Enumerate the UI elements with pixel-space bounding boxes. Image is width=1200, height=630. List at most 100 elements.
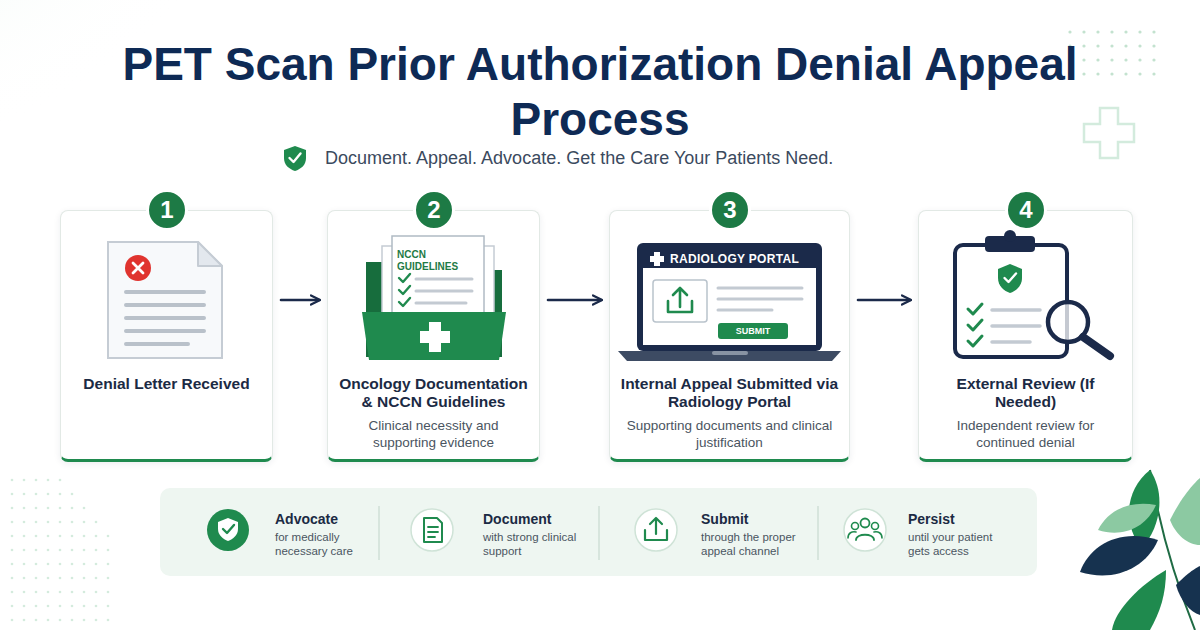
dot-grid xyxy=(1138,44,1141,47)
dot-grid xyxy=(83,591,86,594)
dot-grid xyxy=(1124,58,1127,61)
dot-grid xyxy=(1138,58,1141,61)
step-title: Oncology Documentation & NCCN Guidelines xyxy=(338,375,529,411)
dot-grid xyxy=(59,577,62,580)
dot-grid xyxy=(35,563,38,566)
dot-grid xyxy=(35,535,38,538)
dot-grid xyxy=(1110,58,1113,61)
dot-grid xyxy=(1152,44,1155,47)
dot-grid xyxy=(95,549,98,552)
dot-grid xyxy=(95,521,98,524)
dot-grid xyxy=(23,619,26,622)
dot-grid xyxy=(1110,44,1113,47)
plant-leaves xyxy=(1150,470,1195,630)
dot-grid xyxy=(47,577,50,580)
step-number-text: 4 xyxy=(1019,196,1032,224)
dot-grid xyxy=(47,591,50,594)
dot-grid xyxy=(47,535,50,538)
dot-grid xyxy=(23,521,26,524)
process-card: Internal Appeal Submitted via Radiology … xyxy=(609,210,850,462)
dot-grid xyxy=(47,521,50,524)
dot-grid xyxy=(1096,72,1099,75)
dot-grid xyxy=(59,591,62,594)
dot-grid xyxy=(11,563,14,566)
dot-grid xyxy=(107,591,110,594)
principles-band: Advocatefor medically necessary careDocu… xyxy=(160,488,1037,576)
dot-grid xyxy=(95,563,98,566)
diagram-title: PET Scan Prior Authorization Denial Appe… xyxy=(100,37,1100,147)
dot-grid xyxy=(71,619,74,622)
subtitle-shield xyxy=(290,154,301,163)
flow-arrow xyxy=(858,299,910,302)
dot-grid xyxy=(11,591,14,594)
dot-grid xyxy=(35,605,38,608)
dot-grid xyxy=(11,479,110,622)
dot-grid xyxy=(23,493,26,496)
dot-grid xyxy=(95,577,98,580)
dot-grid xyxy=(71,521,74,524)
dot-grid xyxy=(71,605,74,608)
subtitle: Document. Appeal. Advocate. Get the Care… xyxy=(325,147,833,169)
dot-grid xyxy=(71,591,74,594)
dot-grid xyxy=(71,535,74,538)
dot-grid xyxy=(47,549,50,552)
dot-grid xyxy=(71,563,74,566)
dot-grid xyxy=(11,535,14,538)
flow-arrow xyxy=(281,299,319,302)
dot-grid xyxy=(23,591,26,594)
step-number: 1 xyxy=(146,189,188,231)
dot-grid xyxy=(35,493,38,496)
dot-grid xyxy=(1152,72,1155,75)
dot-grid xyxy=(35,591,38,594)
dot-grid xyxy=(23,507,26,510)
cross-outline xyxy=(1084,108,1134,158)
dot-grid xyxy=(1138,72,1141,75)
dot-grid xyxy=(107,619,110,622)
principle-heading: Submit xyxy=(701,511,748,527)
dot-grid xyxy=(35,577,38,580)
dot-grid xyxy=(1124,72,1127,75)
process-card: External Review (If Needed) Independent r… xyxy=(918,210,1133,462)
dot-grid xyxy=(71,493,74,496)
step-number: 2 xyxy=(413,189,455,231)
dot-grid xyxy=(83,521,86,524)
principle-heading: Advocate xyxy=(275,511,338,527)
step-description: Independent review for continued denial xyxy=(933,417,1118,451)
step-number: 4 xyxy=(1005,189,1047,231)
subtitle-shield xyxy=(284,146,306,171)
screen-header: RADIOLOGY PORTAL xyxy=(670,252,799,266)
flow-arrow xyxy=(548,299,601,302)
dot-grid xyxy=(1096,58,1099,61)
step-number: 3 xyxy=(709,189,751,231)
dot-grid xyxy=(11,493,14,496)
dot-grid xyxy=(23,479,26,482)
dot-grid xyxy=(11,605,14,608)
dot-grid xyxy=(83,577,86,580)
dot-grid xyxy=(1082,44,1085,47)
principle-text: through the proper appeal channel xyxy=(701,530,805,558)
principle-heading: Persist xyxy=(908,511,955,527)
dot-grid xyxy=(23,605,26,608)
step-title: External Review (If Needed) xyxy=(929,375,1122,411)
dot-grid xyxy=(107,605,110,608)
plant-leaves xyxy=(1098,504,1156,533)
button-label: SUBMIT xyxy=(718,325,788,337)
dot-grid xyxy=(1110,30,1113,33)
dot-grid xyxy=(59,521,62,524)
dot-grid xyxy=(83,535,86,538)
dot-grid xyxy=(11,479,14,482)
dot-grid xyxy=(83,549,86,552)
dot-grid xyxy=(11,507,14,510)
dot-grid xyxy=(1110,72,1113,75)
step-number-text: 2 xyxy=(427,196,440,224)
dot-grid xyxy=(83,563,86,566)
dot-grid xyxy=(1096,30,1099,33)
principle-heading: Document xyxy=(483,511,551,527)
dot-grid xyxy=(83,619,86,622)
dot-grid xyxy=(59,549,62,552)
dot-grid xyxy=(23,549,26,552)
plant-leaves xyxy=(1080,470,1200,630)
dot-grid xyxy=(59,507,62,510)
dot-grid xyxy=(107,563,110,566)
